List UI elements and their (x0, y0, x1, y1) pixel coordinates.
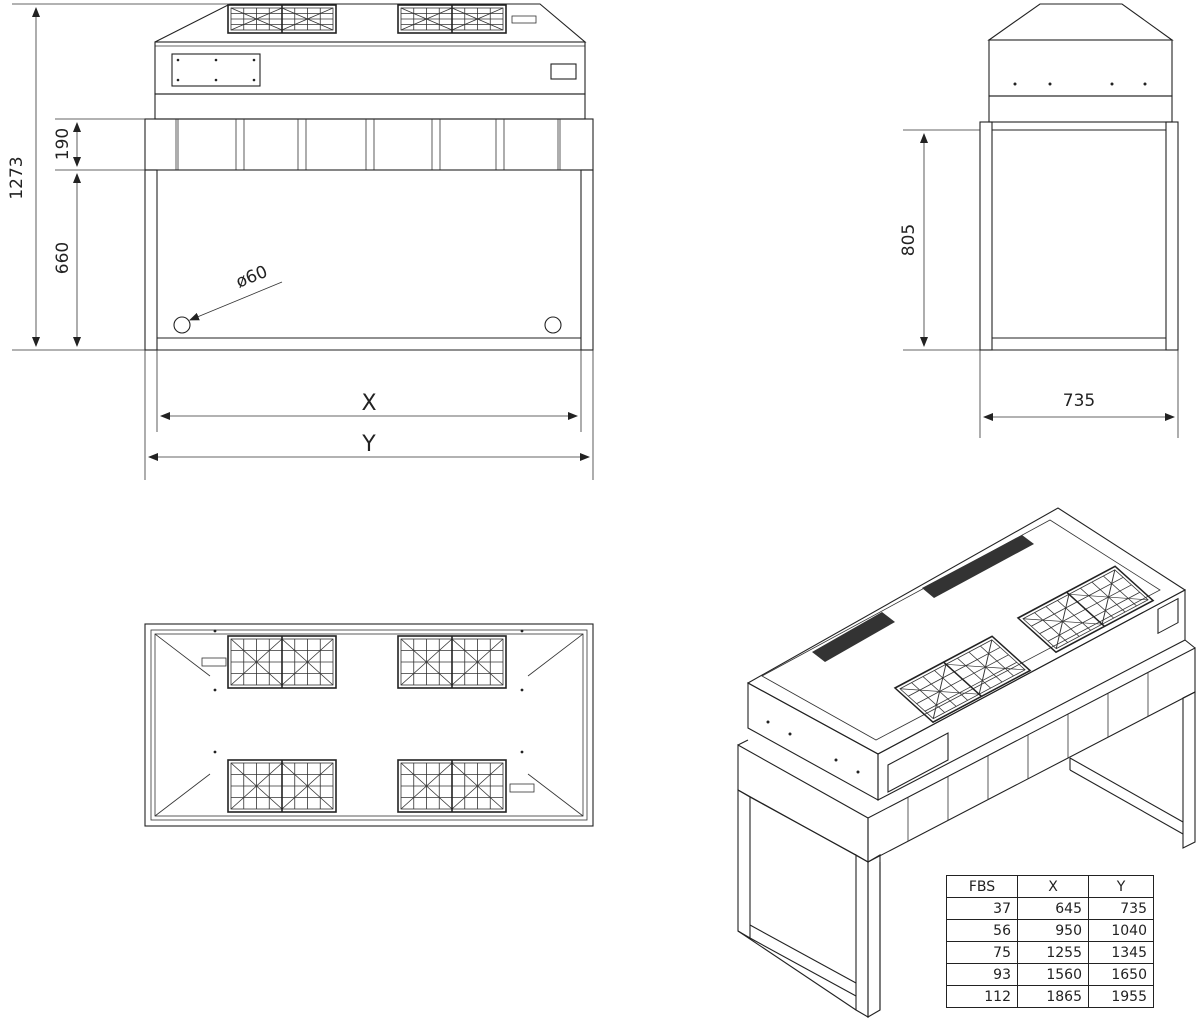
overall-height-label: 1273 (7, 156, 27, 199)
fan-grille (227, 759, 337, 813)
control-panel (171, 53, 261, 87)
fan-grille (1016, 565, 1155, 654)
size-table: FBS X Y 37 645 735 56 950 1040 75 1255 1… (946, 875, 1154, 1008)
fan-grille (397, 759, 507, 813)
table-header-x: X (1017, 875, 1089, 898)
indicator-window (550, 63, 577, 80)
side-dimensions: 805 735 (899, 129, 1179, 438)
table-cell: 1255 (1017, 941, 1089, 964)
width-y-label: Y (361, 432, 376, 457)
table-cell: 37 (946, 897, 1018, 920)
drain-hole-left (173, 316, 191, 334)
table-cell: 1345 (1088, 941, 1154, 964)
fan-grille (227, 4, 337, 34)
iso-control-panel (887, 732, 949, 793)
filter-panel-band (144, 118, 594, 171)
depth-label: 735 (1063, 391, 1095, 411)
table-row: 112 1865 1955 (946, 985, 1154, 1008)
table-cell: 735 (1088, 897, 1154, 920)
table-cell: 93 (946, 963, 1018, 986)
table-cell: 75 (946, 941, 1018, 964)
fan-grille (397, 4, 507, 34)
top-view (144, 623, 594, 827)
fan-grilles-front (227, 4, 507, 34)
table-cell: 1955 (1088, 985, 1154, 1008)
front-dimensions: 1273 190 660 X Y (7, 3, 594, 480)
table-row: 56 950 1040 (946, 919, 1154, 942)
table-row: 75 1255 1345 (946, 941, 1154, 964)
frame-height-label: 660 (53, 242, 73, 274)
drain-hole-right (544, 316, 562, 334)
side-height-label: 805 (899, 224, 919, 256)
hole-diameter-label: ø60 (233, 262, 270, 293)
table-row: 37 645 735 (946, 897, 1154, 920)
table-header-y: Y (1088, 875, 1154, 898)
table-cell: 1560 (1017, 963, 1089, 986)
fan-grilles-top (227, 635, 507, 813)
fan-grille (227, 635, 337, 689)
fan-grille (893, 635, 1032, 724)
table-cell: 1040 (1088, 919, 1154, 942)
table-cell: 56 (946, 919, 1018, 942)
table-cell: 950 (1017, 919, 1089, 942)
table-cell: 645 (1017, 897, 1089, 920)
table-row: 93 1560 1650 (946, 963, 1154, 986)
table-header-fbs: FBS (946, 875, 1018, 898)
isometric-view (737, 507, 1196, 1018)
side-view (979, 3, 1179, 351)
width-x-label: X (361, 391, 376, 416)
panel-height-label: 190 (53, 128, 73, 160)
fan-grille (397, 635, 507, 689)
table-header-row: FBS X Y (946, 875, 1154, 898)
table-cell: 1650 (1088, 963, 1154, 986)
table-cell: 112 (946, 985, 1018, 1008)
table-cell: 1865 (1017, 985, 1089, 1008)
front-view: ø60 (144, 3, 594, 351)
